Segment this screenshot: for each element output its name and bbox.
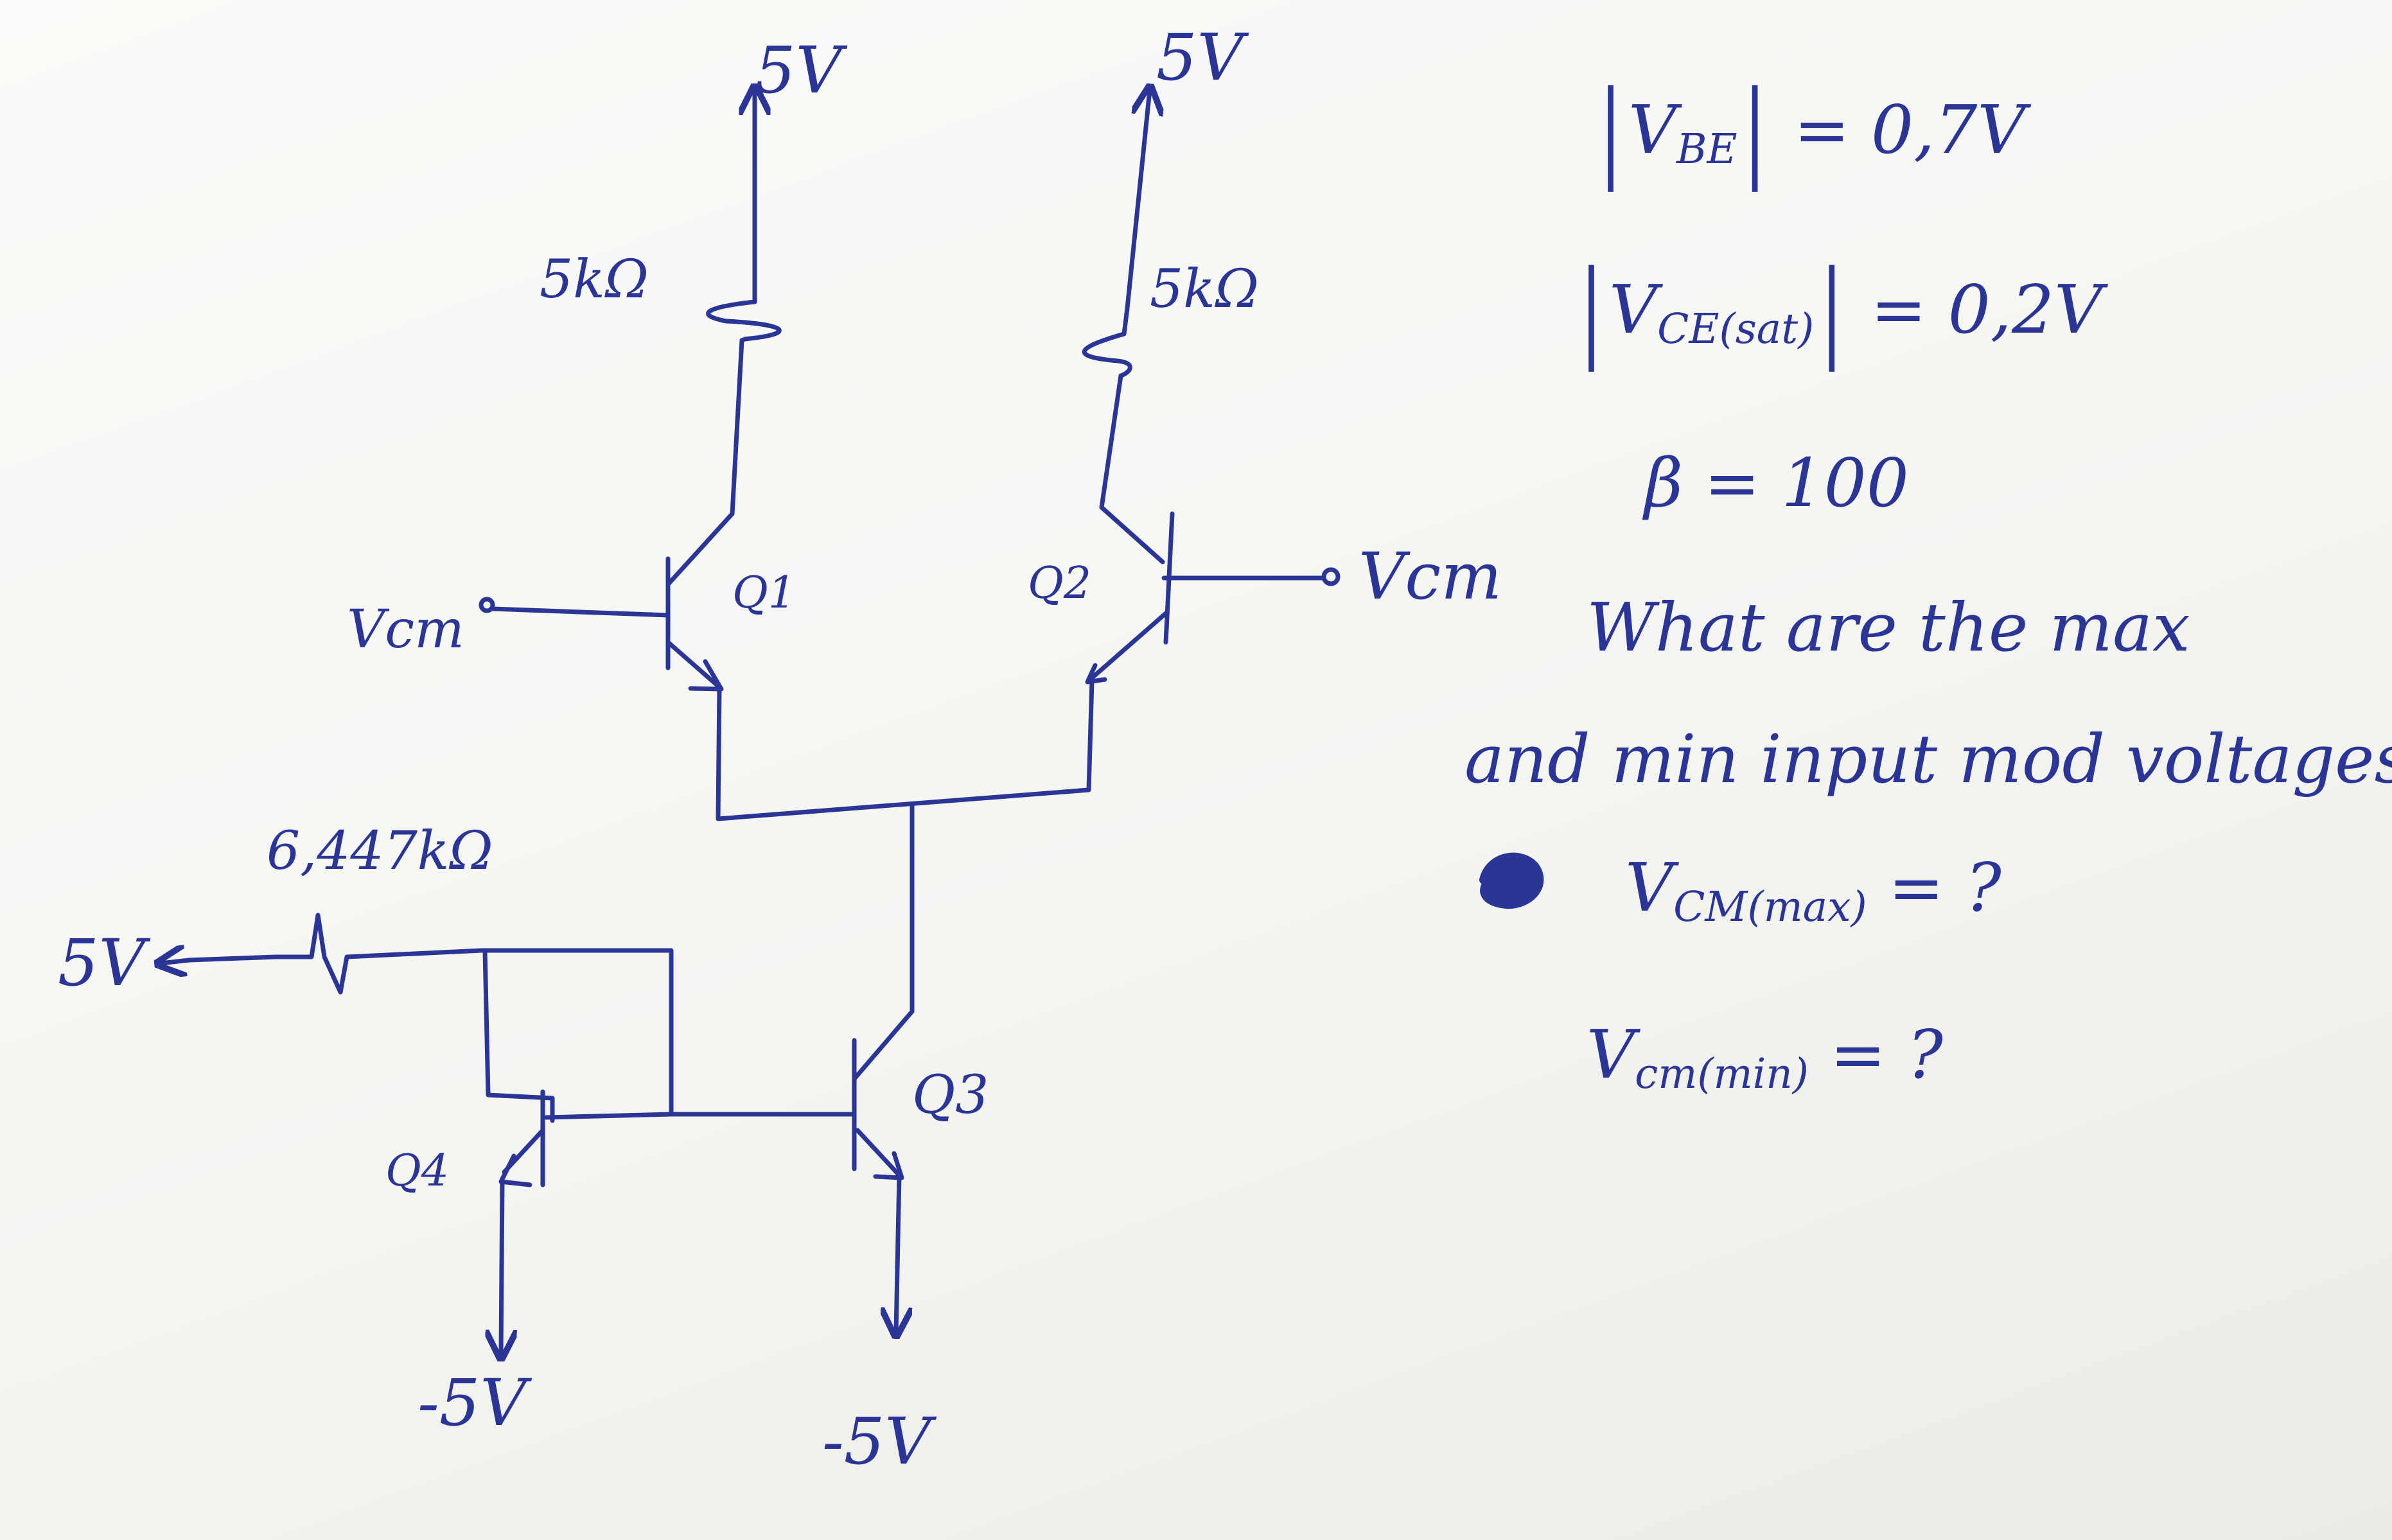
vcm-min-question: Vcm(min) = ? xyxy=(1587,1021,1943,1096)
vcm-input-label: Vcm xyxy=(347,599,464,660)
scribble-mark xyxy=(1479,852,1544,909)
vcm-output-label: Vcm xyxy=(1359,539,1502,614)
vbe-note: |VBE| = 0,7V xyxy=(1599,67,2026,193)
q2-label: Q2 xyxy=(1028,558,1092,609)
vcc-ref-label: 5V xyxy=(58,925,145,1001)
reference-resistor xyxy=(161,913,484,995)
q2-transistor xyxy=(1085,505,1341,792)
emitter-tail-wire xyxy=(716,787,1091,1014)
q4-label: Q4 xyxy=(385,1146,450,1196)
vcm-min-subscript: cm(min) xyxy=(1635,1050,1809,1099)
vcc-label-q1: 5V xyxy=(755,33,842,108)
beta-note: β = 100 xyxy=(1644,444,1909,522)
vee-label-q3: -5V xyxy=(822,1404,931,1479)
vcm-max-subscript: CM(max) xyxy=(1673,883,1867,932)
q3-label: Q3 xyxy=(912,1065,989,1126)
q4-transistor xyxy=(501,1089,545,1355)
vcm-min-symbol: V xyxy=(1587,1015,1635,1094)
question-line-1: What are the max xyxy=(1587,588,2190,667)
question-line-2: and min input mod voltages? xyxy=(1464,720,2392,798)
vcc-arrow-q2 xyxy=(1125,90,1150,311)
vbe-value: = 0,7V xyxy=(1793,91,2026,169)
collector-resistor-q2 xyxy=(1082,306,1132,510)
q1-transistor xyxy=(479,511,735,821)
vcm-max-symbol: V xyxy=(1625,848,1674,927)
rref-label: 6,447kΩ xyxy=(267,821,493,882)
vbe-subscript: BE xyxy=(1676,125,1737,174)
vce-symbol: V xyxy=(1609,270,1658,349)
vcm-max-question: VCM(max) = ? xyxy=(1625,854,2001,929)
vce-value: = 0,2V xyxy=(1870,270,2103,349)
vce-subscript: CE(sat) xyxy=(1657,305,1815,354)
q1-label: Q1 xyxy=(732,568,796,618)
vcm-min-value: = ? xyxy=(1830,1015,1943,1094)
vbe-symbol: V xyxy=(1628,91,1677,169)
collector-resistor-q1 xyxy=(706,299,782,516)
mirror-wiring xyxy=(479,948,857,1123)
rc2-label: 5kΩ xyxy=(1150,259,1259,320)
vcc-label-q2: 5V xyxy=(1156,20,1244,95)
vee-label-q4: -5V xyxy=(418,1365,527,1440)
vcm-max-value: = ? xyxy=(1888,848,2001,927)
rc1-label: 5kΩ xyxy=(540,249,649,310)
q3-transistor xyxy=(852,1009,915,1333)
vce-sat-note: |VCE(sat)| = 0,2V xyxy=(1580,247,2103,372)
